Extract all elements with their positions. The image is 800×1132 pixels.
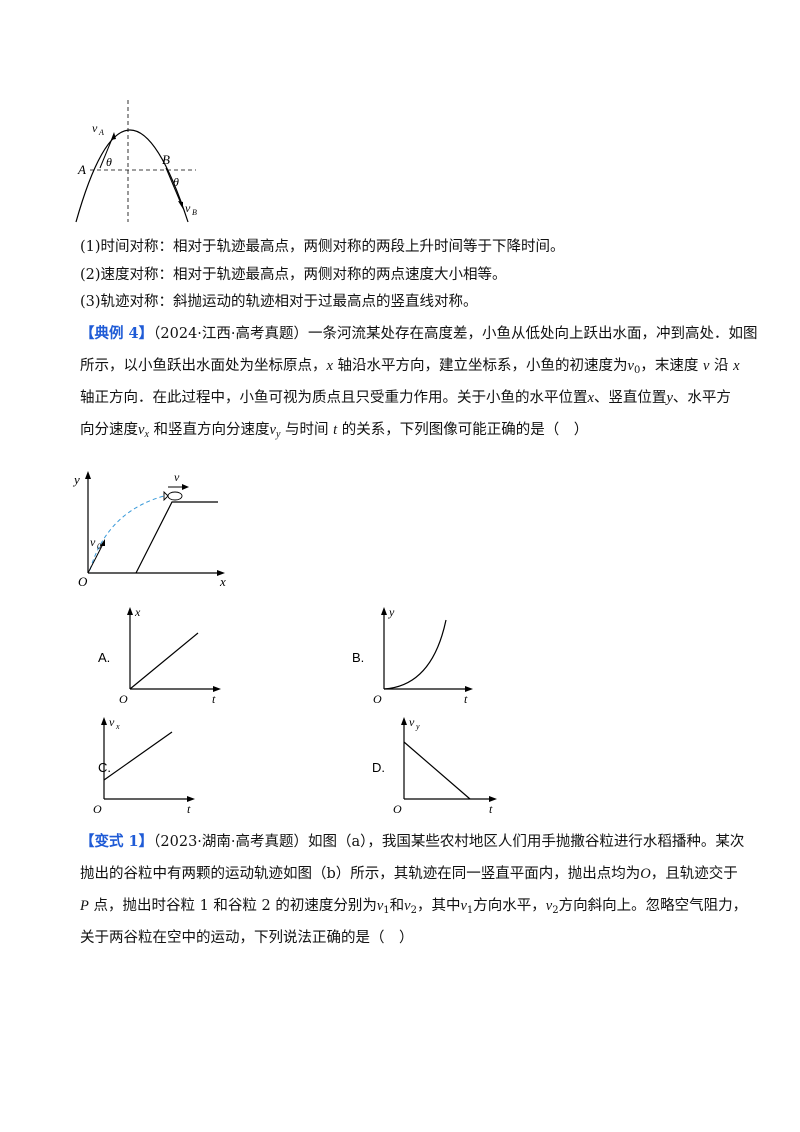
option-c-x-arrow <box>187 796 195 802</box>
option-c-y-label-sub: x <box>115 722 120 731</box>
option-d[interactable]: D. v y t O <box>372 714 514 818</box>
label-v-b: v <box>185 201 191 215</box>
label-v0: v <box>90 535 96 549</box>
option-b-origin: O <box>373 692 382 706</box>
label-y: y <box>72 472 80 487</box>
label-origin: O <box>78 574 88 589</box>
label-theta-a: θ <box>106 155 112 169</box>
option-b[interactable]: B. y t O <box>350 604 490 708</box>
option-b-y-arrow <box>381 607 387 615</box>
variant-1-question: 【变式 1】（2023·湖南·高考真题）如图（a），我国某些农村地区人们用手抛撒… <box>80 833 748 946</box>
fish-trajectory <box>89 493 173 571</box>
option-b-y-label: y <box>388 605 395 619</box>
option-d-x-arrow <box>489 796 497 802</box>
option-d-y-label: v <box>409 715 415 729</box>
fish-jump-figure: y x O v v 0 <box>68 468 238 590</box>
option-b-label: B. <box>352 650 364 665</box>
example-4-question: 【典例 4】（2024·江西·高考真题）一条河流某处存在高度差，小鱼从低处向上跃… <box>80 325 758 440</box>
option-a-y-arrow <box>127 607 133 615</box>
label-v-b-sub: B <box>192 208 197 217</box>
example-4-tag: 【典例 4】 <box>80 325 154 342</box>
y-axis-arrow <box>85 471 91 479</box>
variant-1-tag: 【变式 1】 <box>80 833 154 850</box>
label-v0-sub: 0 <box>97 542 101 551</box>
option-a-label: A. <box>98 650 110 665</box>
label-v: v <box>174 470 180 484</box>
velocity-a-arrowhead <box>111 132 116 140</box>
option-c[interactable]: C. v x t O <box>90 714 230 818</box>
option-b-graph-curve <box>383 619 447 690</box>
option-a-y-label: x <box>134 605 141 619</box>
fish-tail <box>163 490 169 502</box>
trajectory-symmetry-figure: v A A θ B θ v B <box>70 98 210 228</box>
option-a[interactable]: A. x t O <box>90 604 230 708</box>
option-a-x-label: t <box>212 692 216 706</box>
label-b: B <box>162 152 170 167</box>
option-a-x-arrow <box>213 686 221 692</box>
option-d-y-label-sub: y <box>415 722 420 731</box>
parabola-trajectory <box>75 129 189 223</box>
option-d-x-label: t <box>489 802 493 816</box>
symmetry-trajectory: (3)轨迹对称：斜抛运动的轨迹相对于过最高点的竖直线对称。 <box>80 294 478 310</box>
bank-profile <box>135 501 218 574</box>
initial-velocity-arrow <box>87 541 105 574</box>
initial-velocity-arrowhead <box>100 539 105 546</box>
option-a-origin: O <box>119 692 128 706</box>
label-v-a-sub: A <box>98 128 104 137</box>
x-axis-arrow <box>217 570 225 576</box>
option-d-y-arrow <box>401 717 407 725</box>
option-d-label: D. <box>372 760 385 775</box>
symmetry-time: (1)时间对称：相对于轨迹最高点，两侧对称的两段上升时间等于下降时间。 <box>80 239 565 255</box>
symmetry-velocity: (2)速度对称：相对于轨迹最高点，两侧对称的两点速度大小相等。 <box>80 267 507 283</box>
label-x: x <box>219 574 226 589</box>
option-c-origin: O <box>93 802 102 816</box>
label-theta-b: θ <box>173 175 179 189</box>
velocity-b-arrow <box>165 167 183 207</box>
option-c-y-label: v <box>109 715 115 729</box>
option-a-graph-line <box>129 632 199 690</box>
velocity-b-arrowhead <box>178 201 183 209</box>
option-c-graph-line <box>103 731 173 781</box>
option-b-x-arrow <box>465 686 473 692</box>
label-v-a: v <box>92 121 98 135</box>
fish-icon <box>167 491 183 501</box>
label-a: A <box>77 162 86 177</box>
final-velocity-arrowhead <box>182 484 189 490</box>
option-d-origin: O <box>393 802 402 816</box>
option-c-x-label: t <box>187 802 191 816</box>
option-b-x-label: t <box>464 692 468 706</box>
option-d-graph-line <box>403 741 471 800</box>
option-c-y-arrow <box>101 717 107 725</box>
